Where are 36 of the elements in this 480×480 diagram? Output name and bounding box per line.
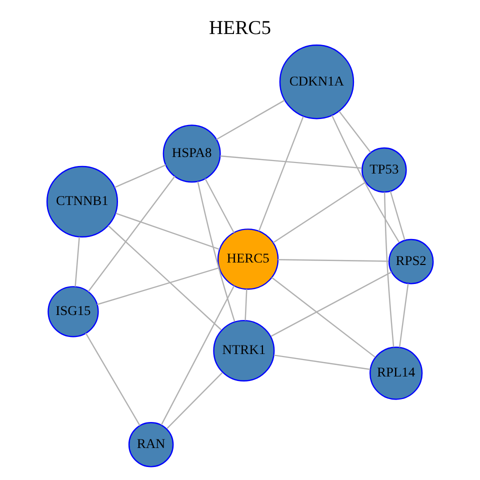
connector	[272, 182, 366, 244]
connector	[88, 176, 176, 292]
connector	[271, 277, 376, 358]
connector	[274, 354, 370, 370]
node-circle: RPS2	[388, 238, 434, 284]
connector	[220, 155, 362, 169]
node-circle: CDKN1A	[279, 44, 354, 120]
connector	[258, 116, 304, 232]
connector	[270, 271, 392, 337]
node-circle: HERC5	[217, 228, 279, 290]
connector	[114, 164, 166, 188]
connector	[398, 284, 409, 348]
node-circle: RPL14	[369, 346, 423, 400]
connector	[166, 372, 223, 429]
connector	[390, 191, 406, 240]
node-circle: TP53	[362, 147, 407, 193]
node-circle: NTRK1	[213, 320, 275, 382]
connector	[278, 259, 389, 262]
connector	[108, 225, 222, 330]
connector	[216, 100, 285, 140]
connector	[160, 285, 235, 426]
node-circle: ISG15	[48, 286, 99, 338]
connector	[384, 192, 394, 348]
connector	[74, 236, 80, 287]
connector	[331, 115, 400, 243]
connector	[244, 289, 248, 320]
connector	[96, 267, 220, 306]
connector	[338, 110, 372, 153]
node-circle: RAN	[128, 422, 174, 468]
connector	[85, 332, 140, 426]
connector	[204, 178, 235, 234]
connector	[197, 181, 236, 322]
node-circle: HSPA8	[162, 124, 221, 183]
diagram-title: HERC5	[208, 18, 272, 39]
connector	[116, 212, 220, 250]
node-circle: CTNNB1	[46, 166, 118, 238]
